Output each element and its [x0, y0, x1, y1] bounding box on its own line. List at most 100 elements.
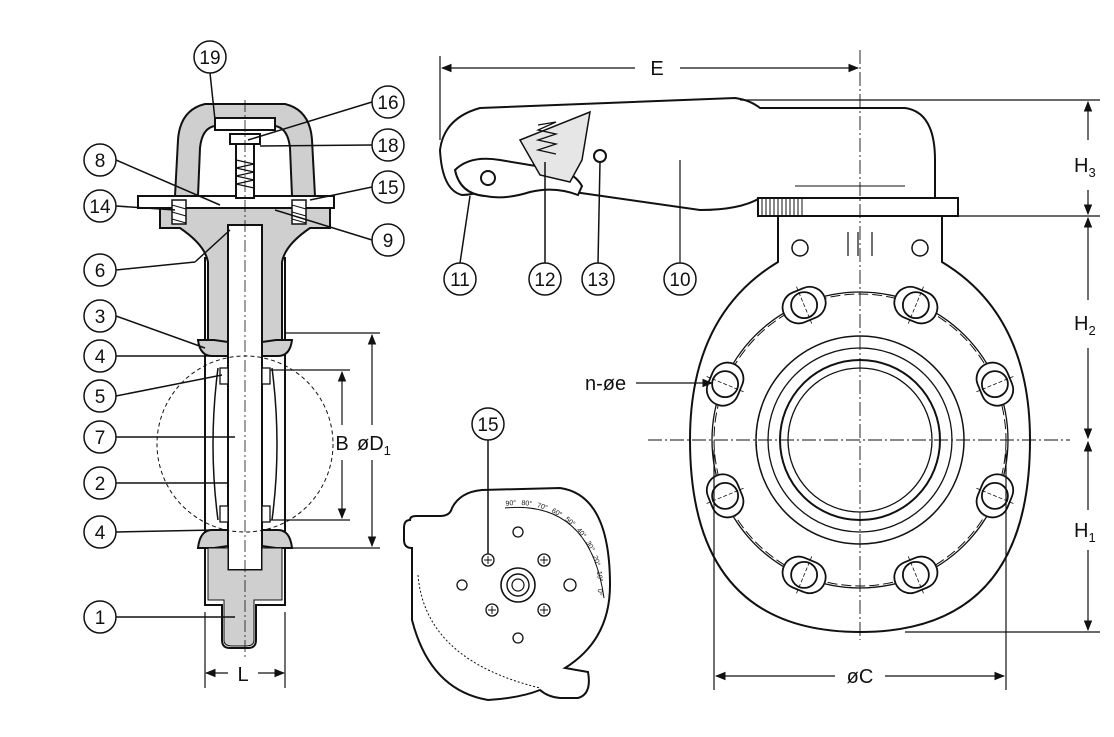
plate-hole-right	[563, 578, 577, 592]
angle-scale-label: 20°	[591, 554, 602, 567]
section-dimension-labels: L B øD1	[237, 433, 390, 686]
callout-10	[663, 262, 697, 296]
bushing-lower	[219, 505, 229, 523]
bolt-hole	[705, 361, 745, 407]
callout-14	[83, 189, 176, 223]
bushing-upper	[219, 367, 229, 385]
bolt-hole	[705, 473, 745, 519]
callout-7	[83, 420, 235, 454]
callout-3-label: 3	[95, 307, 106, 328]
callout-15b-label: 15	[477, 415, 498, 436]
dim-H1-label: H1	[1074, 520, 1096, 545]
callout-16	[247, 85, 405, 141]
section-dimensions	[204, 332, 380, 688]
section-view	[137, 100, 335, 660]
bushing-lower-r	[261, 505, 271, 523]
neck-section	[159, 199, 331, 346]
callout-4b	[83, 515, 216, 549]
callout-6-label: 6	[95, 261, 106, 282]
plate-hole-left	[456, 579, 468, 591]
callout-1-label: 1	[95, 608, 106, 629]
callout-3	[83, 299, 206, 349]
section-callout-numbers: 19 16 18 8 15 14 9 6 3 4 5 7 2 4 1	[89, 48, 398, 629]
callout-2-label: 2	[95, 474, 106, 495]
callout-19-label: 19	[199, 48, 220, 69]
angle-scale-label: 90°	[505, 499, 516, 508]
dim-L-label: L	[237, 664, 248, 686]
callout-5	[83, 374, 223, 413]
callout-12-label: 12	[534, 270, 555, 291]
angle-scale-label: 0°	[595, 588, 604, 596]
dim-H3-label: H3	[1074, 155, 1096, 180]
callout-18	[259, 128, 405, 162]
callout-8	[83, 143, 221, 206]
handle-grip-hole	[480, 170, 496, 186]
plate-hole-top	[512, 526, 524, 538]
callout-13	[581, 161, 615, 296]
callout-16-label: 16	[377, 93, 398, 114]
bushing-upper-r	[261, 367, 271, 385]
handle-spring	[535, 121, 559, 155]
top-hole-right	[911, 239, 929, 257]
callout-15-label: 15	[377, 178, 398, 199]
bolt-hole	[781, 285, 827, 325]
spring	[235, 159, 255, 189]
callout-19	[193, 40, 227, 121]
top-hole-left	[791, 239, 809, 257]
dim-D1-label: øD1	[357, 433, 391, 458]
handle-trigger-cutout	[518, 110, 591, 183]
angle-scale-label: 80°	[521, 499, 533, 508]
seat-lower	[196, 529, 294, 549]
bolt-hole	[975, 473, 1015, 519]
dim-B-label: B	[335, 433, 348, 455]
callout-5-label: 5	[95, 387, 106, 408]
callout-4a	[83, 339, 215, 373]
callout-13-label: 13	[587, 270, 608, 291]
indicator-plate-view	[403, 486, 612, 702]
plate-hole-bottom	[512, 632, 524, 644]
callout-12	[528, 162, 562, 296]
callout-15	[309, 170, 405, 204]
handle-callout-numbers: 11 12 13 10	[450, 270, 690, 291]
section-callouts	[83, 40, 405, 634]
ratchet-plate	[757, 197, 959, 217]
bolt-left	[171, 199, 187, 225]
bolt-right	[291, 199, 307, 225]
dim-C-label: øC	[847, 666, 874, 688]
plate-callout	[471, 407, 505, 554]
handle-view	[438, 96, 959, 270]
callout-11-label: 11	[450, 270, 470, 291]
callout-9-label: 9	[383, 231, 394, 252]
front-dimension-labels: E H3 H2 H1 øC n-øe	[585, 58, 1096, 688]
angle-scale-label: 70°	[536, 501, 549, 512]
dim-E-label: E	[650, 58, 663, 80]
callout-1	[83, 600, 235, 634]
front-centerlines	[648, 50, 1070, 640]
callout-9	[274, 209, 405, 257]
gear-teeth	[417, 574, 541, 689]
callout-4a-label: 4	[95, 347, 106, 368]
bolt-hole	[893, 555, 939, 595]
callout-11	[443, 195, 477, 296]
angle-scale-label: 10°	[595, 571, 604, 583]
scale-arc	[504, 506, 605, 599]
callout-15b	[471, 407, 505, 554]
callout-18-label: 18	[377, 136, 398, 157]
handle-callouts	[443, 161, 697, 296]
callout-8-label: 8	[95, 151, 106, 172]
callout-6	[83, 229, 231, 287]
front-dimensions	[439, 56, 1100, 690]
bolt-hole	[893, 285, 939, 325]
bolt-holes-label: n-øe	[585, 373, 626, 395]
disc	[212, 367, 278, 521]
bolt-hole	[781, 555, 827, 595]
seat-upper	[196, 339, 294, 357]
bolt-hole	[975, 361, 1015, 407]
bolt-holes	[705, 285, 1015, 595]
callout-4b-label: 4	[95, 523, 106, 544]
callout-10-label: 10	[669, 270, 690, 291]
dim-H2-label: H2	[1074, 313, 1096, 338]
callout-14-label: 14	[89, 197, 111, 218]
